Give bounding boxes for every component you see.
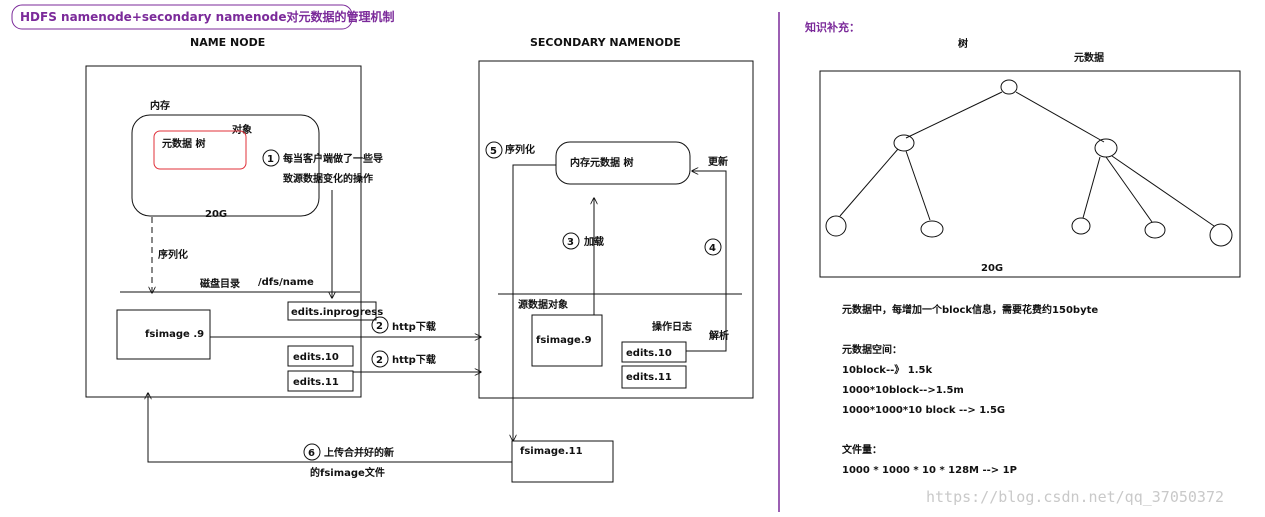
block-info-line: 元数据中，每增加一个block信息，需要花费约150byte [842, 303, 1098, 316]
step-6-number: 6 [308, 448, 315, 459]
secondary-box [478, 60, 754, 399]
step-2-label: http下载 [392, 320, 436, 333]
step-4-number: 4 [709, 243, 716, 254]
step-1-number: 1 [267, 154, 274, 165]
edits-11-label: edits.11 [293, 377, 339, 388]
edits-inprogress-label: edits.inprogress [291, 307, 383, 318]
edits-10-label: edits.10 [293, 352, 339, 363]
secondary-memory-label: 内存元数据 树 [570, 156, 633, 169]
secondary-edits-10-label: edits.10 [626, 348, 672, 359]
update-arrow [686, 171, 727, 352]
name-node-size: 20G [205, 209, 227, 220]
space-line-3: 1000*1000*10 block --> 1.5G [842, 405, 1005, 416]
op-log-label: 操作日志 [652, 320, 692, 333]
fsimage-9-box [116, 309, 211, 360]
metadata-label: 元数据 [1074, 51, 1104, 64]
tree-label: 树 [958, 37, 968, 50]
step-1-line1: 每当客户端做了一些导 [283, 152, 383, 165]
secondary-fsimage-box [531, 314, 603, 367]
name-node-heading: NAME NODE [190, 36, 265, 49]
tree-leaf-node [825, 215, 847, 237]
space-heading: 元数据空间： [842, 343, 902, 356]
step-1-circle [262, 149, 280, 167]
disk-dir-label: 磁盘目录 [200, 277, 240, 290]
space-line-2: 1000*10block-->1.5m [842, 385, 964, 396]
step-3-circle [562, 232, 580, 250]
step-2b-label: http下载 [392, 353, 436, 366]
step-5-label: 序列化 [505, 143, 535, 156]
tree-leaf-node [1071, 217, 1091, 235]
tree-leaf-node [1209, 223, 1233, 247]
step-2b-number: 2 [376, 355, 383, 366]
step-5-circle [485, 141, 503, 159]
space-line-1: 10block--》 1.5k [842, 363, 932, 376]
metadata-tree-box [153, 130, 247, 170]
step-1-line2: 致源数据变化的操作 [283, 172, 373, 185]
edits-11-box [287, 370, 354, 392]
title-pill [11, 4, 353, 30]
memory-label: 内存 [150, 99, 170, 112]
secondary-fsimage-label: fsimage.9 [536, 335, 592, 346]
metadata-tree-label: 元数据 树 [162, 137, 205, 150]
tree-root-node [1000, 79, 1018, 95]
tree-box [819, 70, 1241, 278]
edits-inprogress-box [287, 301, 377, 321]
tree-left-node [893, 134, 915, 152]
source-object-label: 源数据对象 [518, 298, 568, 311]
fsimage-11-label: fsimage.11 [520, 446, 583, 457]
page-title: HDFS namenode+secondary namenode对元数据的管理机… [20, 9, 394, 24]
tree-graph [825, 79, 1233, 247]
secondary-edits-11-label: edits.11 [626, 372, 672, 383]
step-2b-circle [371, 350, 389, 368]
tree-right-node [1094, 138, 1118, 158]
fsimage-9-label: fsimage .9 [145, 329, 204, 340]
tree-size: 20G [981, 263, 1003, 274]
secondary-heading: SECONDARY NAMENODE [530, 36, 681, 49]
update-label: 更新 [708, 155, 728, 168]
secondary-memory-box [555, 141, 691, 185]
step-5-arrow [513, 164, 556, 441]
step-6-line2: 的fsimage文件 [310, 466, 385, 479]
step-5-number: 5 [490, 146, 497, 157]
tree-leaf-node [1144, 221, 1166, 239]
name-node-box [85, 65, 362, 398]
dfs-path-label: /dfs/name [258, 277, 314, 288]
step-2-number: 2 [376, 321, 383, 332]
edits-10-box [287, 345, 354, 367]
load-label: 加载 [583, 235, 604, 248]
serialize-label: 序列化 [158, 248, 188, 261]
step-4-circle [704, 238, 722, 256]
step-2-circle [371, 316, 389, 334]
secondary-edits-10-box [621, 341, 687, 363]
files-heading: 文件量： [842, 443, 882, 456]
step-6-circle [303, 443, 321, 461]
memory-box [131, 114, 320, 217]
secondary-edits-11-box [621, 365, 687, 389]
step-3-number: 3 [567, 237, 574, 248]
parse-label: 解析 [709, 329, 729, 342]
step-6-line1: 上传合并好的新 [324, 446, 394, 459]
tree-leaf-node [920, 220, 944, 238]
knowledge-heading: 知识补充： [804, 20, 860, 34]
upload-arrow [148, 393, 512, 463]
object-label: 对象 [232, 123, 252, 136]
files-line-1: 1000 * 1000 * 10 * 128M --> 1P [842, 465, 1017, 476]
watermark: https://blog.csdn.net/qq_37050372 [926, 488, 1224, 506]
